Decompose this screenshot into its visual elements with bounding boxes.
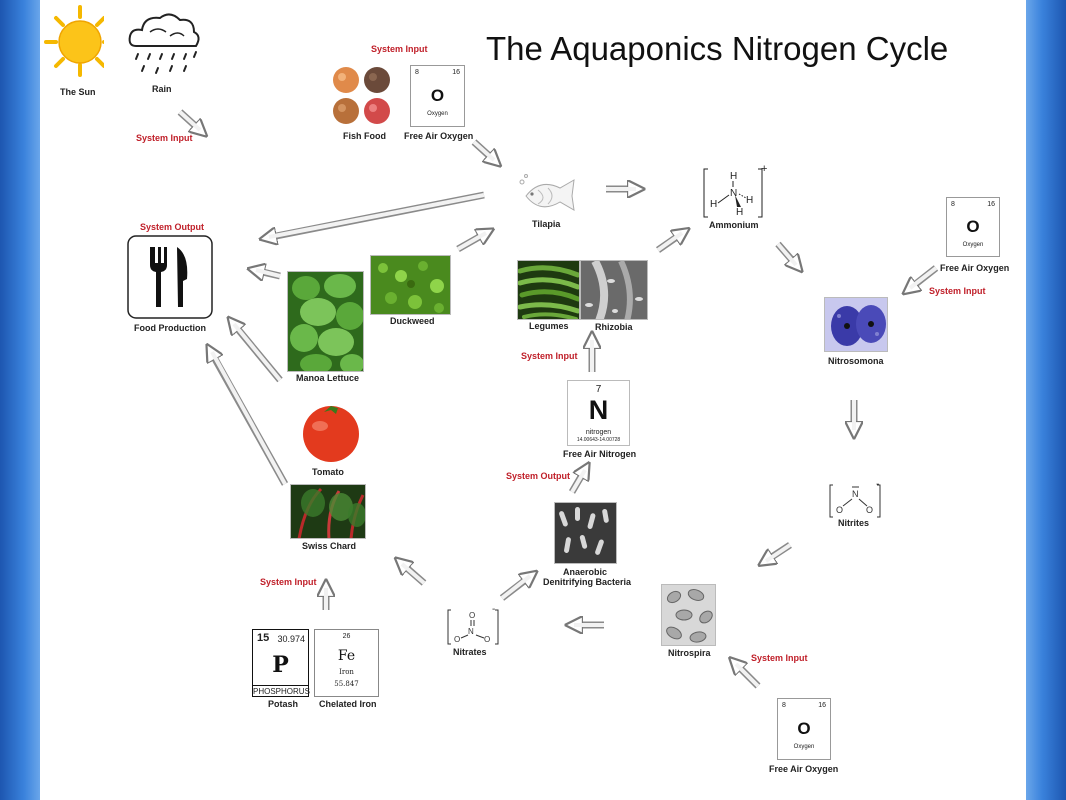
swiss-chard-label: Swiss Chard (302, 541, 357, 551)
iron-element: 26 Fe Iron 55.847 (314, 629, 379, 697)
system-input-fish-food: System Input (371, 44, 428, 54)
food-production-label: Food Production (134, 323, 206, 333)
oxygen-bottom-label: Free Air Oxygen (769, 764, 839, 774)
system-output-nitrogen: System Output (506, 471, 571, 481)
system-input-oxygen-right: System Input (929, 286, 986, 296)
nitrospira-image (661, 584, 716, 646)
arrows-layer (177, 109, 939, 689)
sun-label: The Sun (60, 87, 96, 97)
ammonium-label: Ammonium (709, 220, 759, 230)
svg-text:O: O (454, 635, 460, 644)
food-production-icon (127, 235, 213, 319)
svg-text:H: H (736, 207, 743, 218)
svg-text:H: H (746, 195, 753, 206)
anaerobic-label: Anaerobic (563, 567, 608, 577)
fish-food-label: Fish Food (343, 131, 386, 141)
svg-text:O: O (836, 505, 843, 515)
nitrate-charge: - (492, 604, 496, 615)
nitrosomona-image (824, 297, 888, 352)
nitrite-charge: - (876, 479, 880, 490)
phosphorus-element: 15 30.974 P PHOSPHORUS (252, 629, 310, 697)
ammonium-structure: H N H H H (703, 168, 763, 218)
tomato-label: Tomato (312, 467, 344, 477)
right-frame (1026, 0, 1066, 800)
svg-text:N: N (730, 188, 737, 199)
denitrifying-bacteria-image (554, 502, 617, 564)
svg-text:O: O (866, 505, 873, 515)
duckweed-image (370, 255, 451, 315)
oxygen-element-top: 8 16 O Oxygen (410, 65, 465, 127)
nitrite-structure: N O O (829, 484, 881, 518)
swiss-chard-image (290, 484, 366, 539)
tilapia-label: Tilapia (532, 219, 561, 229)
duckweed-label: Duckweed (390, 316, 435, 326)
nitrospira-label: Nitrospira (668, 648, 711, 658)
svg-text:O: O (469, 611, 475, 620)
oxygen-element-bottom: 8 16 O Oxygen (777, 698, 831, 760)
svg-text:O: O (484, 635, 490, 644)
chelated-iron-label: Chelated Iron (319, 699, 377, 709)
system-input-nitrogen: System Input (521, 351, 578, 361)
rhizobia-image (580, 260, 648, 320)
nitrogen-element: 7 N nitrogen 14.00643-14.00728 (567, 380, 630, 446)
system-output-food: System Output (140, 222, 205, 232)
system-input-rain: System Input (136, 133, 193, 143)
sun-icon (44, 5, 104, 77)
svg-text:H: H (730, 171, 737, 182)
rain-label: Rain (152, 84, 172, 94)
legumes-label: Legumes (529, 321, 569, 331)
rhizobia-label: Rhizobia (595, 322, 633, 332)
page-title: The Aquaponics Nitrogen Cycle (486, 30, 949, 67)
nitrate-structure: O N O O (447, 609, 499, 645)
left-frame (0, 0, 40, 800)
ammonium-charge: + (761, 163, 768, 175)
tilapia-image (519, 174, 575, 211)
oxygen-element-right: 8 16 O Oxygen (946, 197, 1000, 257)
system-input-potash: System Input (260, 577, 317, 587)
svg-text:N: N (852, 489, 859, 499)
manoa-lettuce-image (287, 271, 364, 372)
nitrosomona-label: Nitrosomona (828, 356, 884, 366)
legumes-image (517, 260, 580, 320)
svg-text:N: N (468, 627, 474, 636)
svg-text:H: H (710, 199, 717, 210)
fish-food-image (333, 67, 390, 124)
slide: The Aquaponics Nitrogen Cycle The Sun Ra… (40, 0, 1026, 800)
oxygen-right-label: Free Air Oxygen (940, 263, 1010, 273)
nitrogen-label: Free Air Nitrogen (563, 449, 637, 459)
denitrifying-label: Denitrifying Bacteria (543, 577, 632, 587)
rain-cloud-icon (128, 13, 200, 74)
nitrates-label: Nitrates (453, 647, 487, 657)
manoa-lettuce-label: Manoa Lettuce (296, 373, 360, 383)
tomato-image (303, 406, 359, 462)
system-input-oxygen-bottom: System Input (751, 653, 808, 663)
potash-label: Potash (268, 699, 299, 709)
nitrites-label: Nitrites (838, 518, 870, 528)
oxygen-top-label: Free Air Oxygen (404, 131, 474, 141)
